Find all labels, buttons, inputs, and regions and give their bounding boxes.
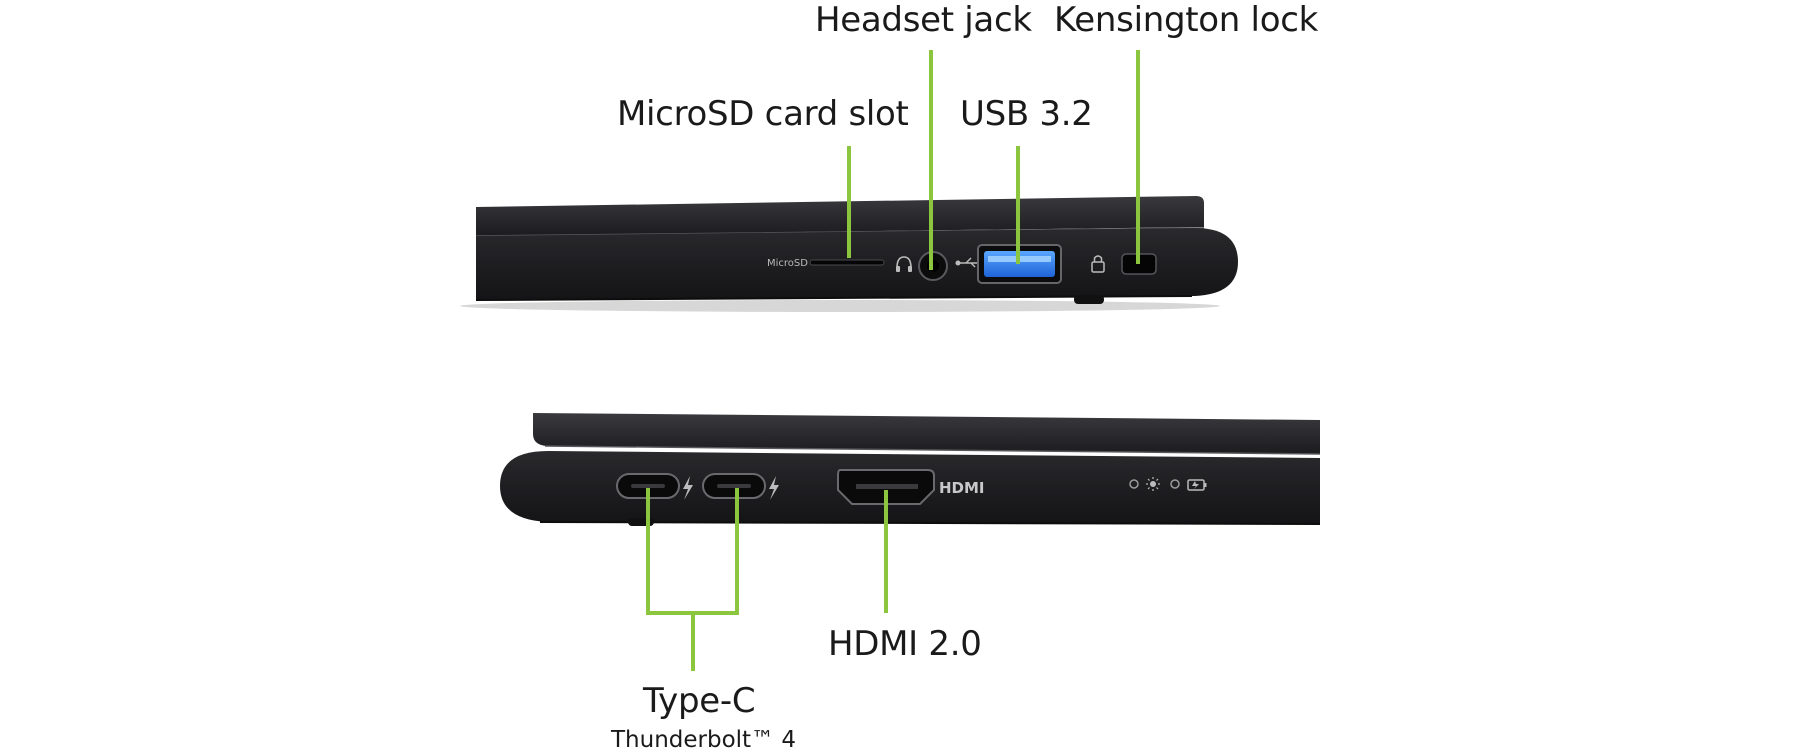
label-hdmi: HDMI 2.0 — [828, 624, 982, 664]
laptop-left-side: HDMI — [500, 413, 1321, 526]
label-type-c: Type-C — [643, 681, 756, 721]
label-headset-jack: Headset jack — [815, 0, 1032, 40]
rubber-foot — [1074, 295, 1104, 304]
callout-lines — [646, 50, 1140, 671]
microsd-mark: MicroSD — [767, 258, 808, 269]
label-type-c-sub: Thunderbolt™ 4 — [611, 727, 797, 753]
lock-icon — [1091, 255, 1105, 273]
label-usb: USB 3.2 — [960, 94, 1093, 134]
laptop-lid-left — [533, 413, 1320, 454]
battery-icon — [1187, 479, 1207, 491]
base-edge — [475, 295, 1193, 301]
microsd-slot[interactable] — [809, 259, 885, 266]
label-kensington-lock: Kensington lock — [1054, 0, 1318, 40]
headphone-icon — [896, 256, 912, 272]
thunderbolt-icon — [769, 476, 779, 500]
laptop-lid — [476, 196, 1204, 236]
power-led-icon — [1129, 479, 1139, 489]
label-microsd-slot: MicroSD card slot — [617, 94, 909, 134]
laptop-shadow — [460, 300, 1220, 312]
battery-led — [1170, 479, 1180, 489]
laptop-right-side: MicroSD — [460, 196, 1238, 312]
rubber-foot-left — [628, 518, 654, 526]
thunderbolt-icon — [683, 476, 693, 500]
hdmi-mark: HDMI — [939, 479, 985, 497]
brightness-icon — [1146, 477, 1160, 491]
